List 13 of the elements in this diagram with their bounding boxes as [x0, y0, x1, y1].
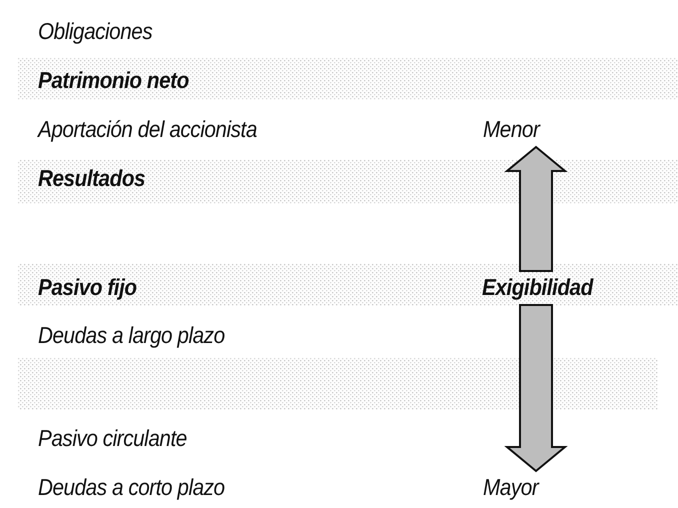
- list-item-text: Obligaciones: [38, 17, 152, 45]
- list-item-text: Deudas a corto plazo: [38, 473, 225, 501]
- scale-label: Mayor: [483, 473, 538, 501]
- down-arrow: [504, 304, 568, 472]
- list-item-text: Patrimonio neto: [38, 66, 189, 94]
- list-item-text: Aportación del accionista: [38, 115, 257, 143]
- up-arrow: [504, 146, 568, 272]
- list-item-text: Deudas a largo plazo: [38, 321, 225, 349]
- list-item-text: Pasivo circulante: [38, 424, 187, 452]
- scale-label: Exigibilidad: [482, 273, 593, 301]
- list-item-text: Resultados: [38, 164, 146, 192]
- list-item-text: Pasivo fijo: [38, 273, 137, 301]
- scale-label: Menor: [483, 115, 540, 143]
